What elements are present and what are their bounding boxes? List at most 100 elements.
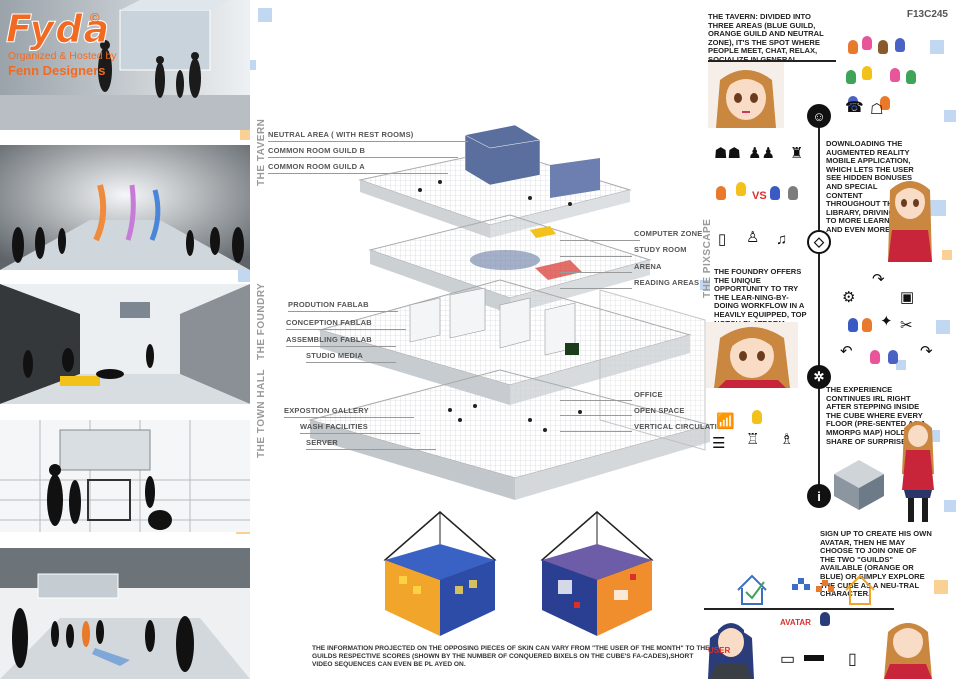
pattern-square [936, 320, 950, 334]
house-icon-orange [845, 574, 875, 605]
render-entrance [0, 0, 250, 130]
label-exposition-gallery: EXPOSTION GALLERY [284, 406, 369, 415]
leader-line [560, 256, 632, 257]
leader-line [560, 240, 640, 241]
info-icon: i [807, 484, 831, 508]
label-studio-media: STUDIO MEDIA [306, 351, 363, 360]
chibi-sprite [880, 96, 890, 110]
pattern-square [896, 360, 906, 370]
leader-line [560, 272, 632, 273]
desk-icon: ♖ [746, 431, 760, 448]
exploded-axonometric [308, 124, 712, 500]
user-portrait [708, 623, 754, 679]
leader-line [286, 346, 396, 347]
sheet-code: F13C245 [906, 9, 948, 20]
logo-organized-line: Organized & Hosted by [8, 50, 117, 62]
pattern-square [700, 280, 710, 290]
meeting-icon: ☗☗ [714, 145, 741, 162]
leader-line [268, 157, 458, 158]
server-icon: ☰ [712, 435, 726, 452]
idea-icon: ✦ [880, 313, 893, 330]
pattern-square [246, 60, 256, 70]
pixel-ball-icon: ✲ [807, 365, 831, 389]
render-tavern [0, 145, 250, 270]
label-reading-areas: READING AREAS [634, 278, 700, 287]
leader-line [268, 141, 468, 142]
versus-label: VS [752, 190, 767, 202]
pattern-square [942, 250, 952, 260]
chibi-sprite [895, 38, 905, 52]
leader-line [288, 311, 398, 312]
reading-person-icon: ☖ [870, 101, 884, 118]
studying-person-icon: ♙ [746, 229, 760, 246]
label-neutral-area: NEUTRAL AREA ( WITH REST ROOMS) [268, 130, 414, 139]
egg-sprite [788, 186, 798, 200]
logo-wordmark: Fyda [5, 7, 111, 51]
avatar-label: AVATAR [780, 618, 811, 627]
label-server: SERVER [306, 438, 338, 447]
timeline-spine [818, 106, 820, 506]
pattern-square [944, 500, 956, 512]
machine-icon: ▣ [900, 289, 915, 306]
wifi-icon: 📶 [716, 413, 735, 430]
section-label-foundry: THE FOUNDRY [256, 282, 267, 360]
divider-line [708, 60, 836, 62]
character-portrait-3 [706, 322, 798, 388]
logo: Fyda © Organized & Hosted by Fenn Design… [5, 7, 136, 80]
cube-projection-left [383, 511, 497, 636]
pattern-square [240, 130, 250, 140]
phone-device-icon: ▯ [848, 651, 857, 668]
chibi-sprite [870, 350, 880, 364]
chibi-sprite [848, 318, 858, 332]
logo-copyright: © [90, 10, 100, 25]
leader-line [560, 415, 632, 416]
render-foundry [0, 284, 250, 404]
pattern-square [930, 40, 944, 54]
character-portrait-2 [888, 181, 932, 262]
label-arena: ARENA [634, 262, 662, 271]
character-portrait-1 [708, 62, 784, 128]
office-worker-icon: ♗ [780, 431, 794, 448]
label-study-room: STUDY ROOM [634, 245, 687, 254]
pattern-square [944, 110, 956, 122]
tools-icon: ✂ [900, 317, 913, 334]
chibi-sprite [846, 70, 856, 84]
section-label-tavern: THE TAVERN [256, 118, 267, 186]
support-agent-icon: ☎ [845, 99, 864, 116]
divider-line [704, 608, 894, 610]
chibi-sprite [862, 66, 872, 80]
media-icon: ♫ [776, 231, 788, 248]
arrow-icon: ↷ [920, 343, 933, 360]
pattern-square [934, 580, 948, 594]
chibi-sprite [862, 36, 872, 50]
blue-guild-sprite [770, 186, 780, 200]
label-wash-facilities: WASH FACILITIES [300, 422, 369, 431]
arrow-icon: ↶ [840, 343, 853, 360]
user-label: USER [708, 646, 731, 655]
label-assembling-fablab: ASSEMBLING FABLAB [286, 335, 372, 344]
laptop-device-icon: ▬ [804, 644, 824, 666]
orange-guild-sprite [716, 186, 726, 200]
study-table-icon: ♟♟ [748, 145, 775, 162]
chibi-sprite [878, 40, 888, 54]
leader-line [306, 362, 396, 363]
text-downloading: DOWNLOADING THE AUGMENTED REALITY MOBILE… [826, 139, 914, 234]
house-icon-blue [737, 574, 767, 605]
arrow-icon: ↷ [872, 271, 885, 288]
label-open-space: OPEN SPACE [634, 406, 685, 415]
office-sprite [752, 410, 762, 424]
chibi-sprite [890, 68, 900, 82]
guild-houses [737, 574, 875, 605]
character-full-body [902, 421, 934, 522]
user-icon: ☺ [807, 104, 831, 128]
chibi-sprite [848, 40, 858, 54]
text-experience: THE EXPERIENCE CONTINUES IRL RIGHT AFTER… [826, 385, 926, 446]
leader-line [286, 329, 406, 330]
pattern-square [258, 8, 272, 22]
pattern-square [238, 270, 250, 282]
render-town-hall [0, 420, 250, 532]
leader-line [560, 431, 632, 432]
text-foundry-description: THE FOUNDRY OFFERS THE UNIQUE OPPORTUNIT… [714, 267, 807, 327]
text-tavern-description: THE TAVERN: DIVIDED INTO THREE AREAS (BL… [708, 12, 824, 63]
render-lobby [0, 548, 250, 679]
